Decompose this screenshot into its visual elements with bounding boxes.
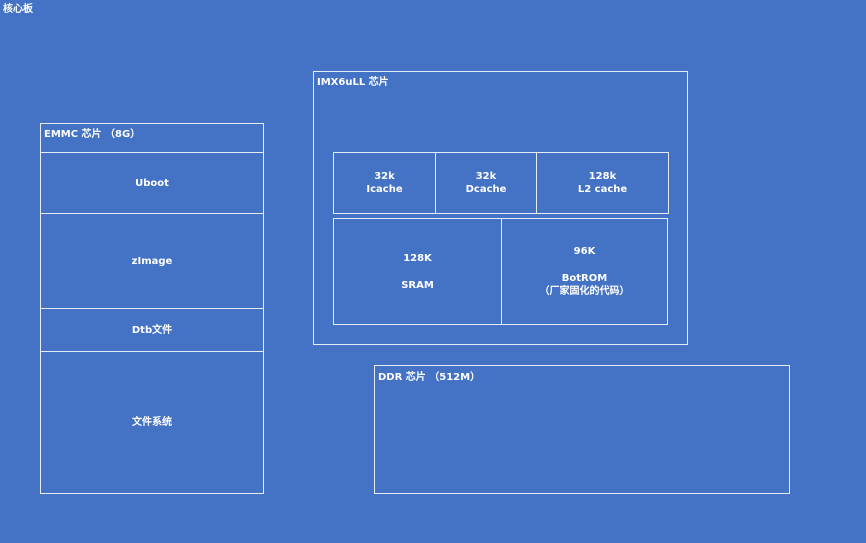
bootrom-note: （厂家固化的代码） [539,286,630,297]
soc-chip: IMX6uLL 芯片 [313,71,688,345]
l2-cache-block: 128k L2 cache [536,152,669,214]
sram-name: SRAM [401,279,434,291]
ddr-title: DDR 芯片 （512M） [378,372,481,383]
emmc-partition-dtb: Dtb文件 [40,308,264,352]
emmc-partition-uboot: Uboot [40,152,264,214]
soc-title: IMX6uLL 芯片 [317,77,389,88]
dcache-size: 32k [475,171,497,182]
board-title: 核心板 [3,4,33,15]
bootrom-size: 96K [573,246,596,257]
bootrom-block: 96K BotROM （厂家固化的代码） [501,218,668,325]
l2-cache-name: L2 cache [577,184,628,195]
emmc-partition-label: Uboot [135,177,169,189]
icache-size: 32k [374,171,395,182]
emmc-partition-label: 文件系统 [132,417,172,428]
emmc-partition-zimage: zImage [40,213,264,309]
emmc-partition-label: Dtb文件 [131,324,173,336]
dcache-block: 32k Dcache [435,152,537,214]
bootrom-name: BotROM [561,273,608,284]
ddr-chip: DDR 芯片 （512M） [374,365,790,494]
sram-block: 128K SRAM [333,218,502,325]
l2-cache-size: 128k [588,171,617,182]
emmc-partition-filesystem: 文件系统 [40,351,264,494]
icache-name: Icache [366,184,403,195]
sram-size: 128K [403,252,432,264]
icache-block: 32k Icache [333,152,436,214]
dcache-name: Dcache [465,184,507,195]
emmc-partition-label: zImage [131,255,173,267]
emmc-title: EMMC 芯片 （8G） [44,129,141,140]
